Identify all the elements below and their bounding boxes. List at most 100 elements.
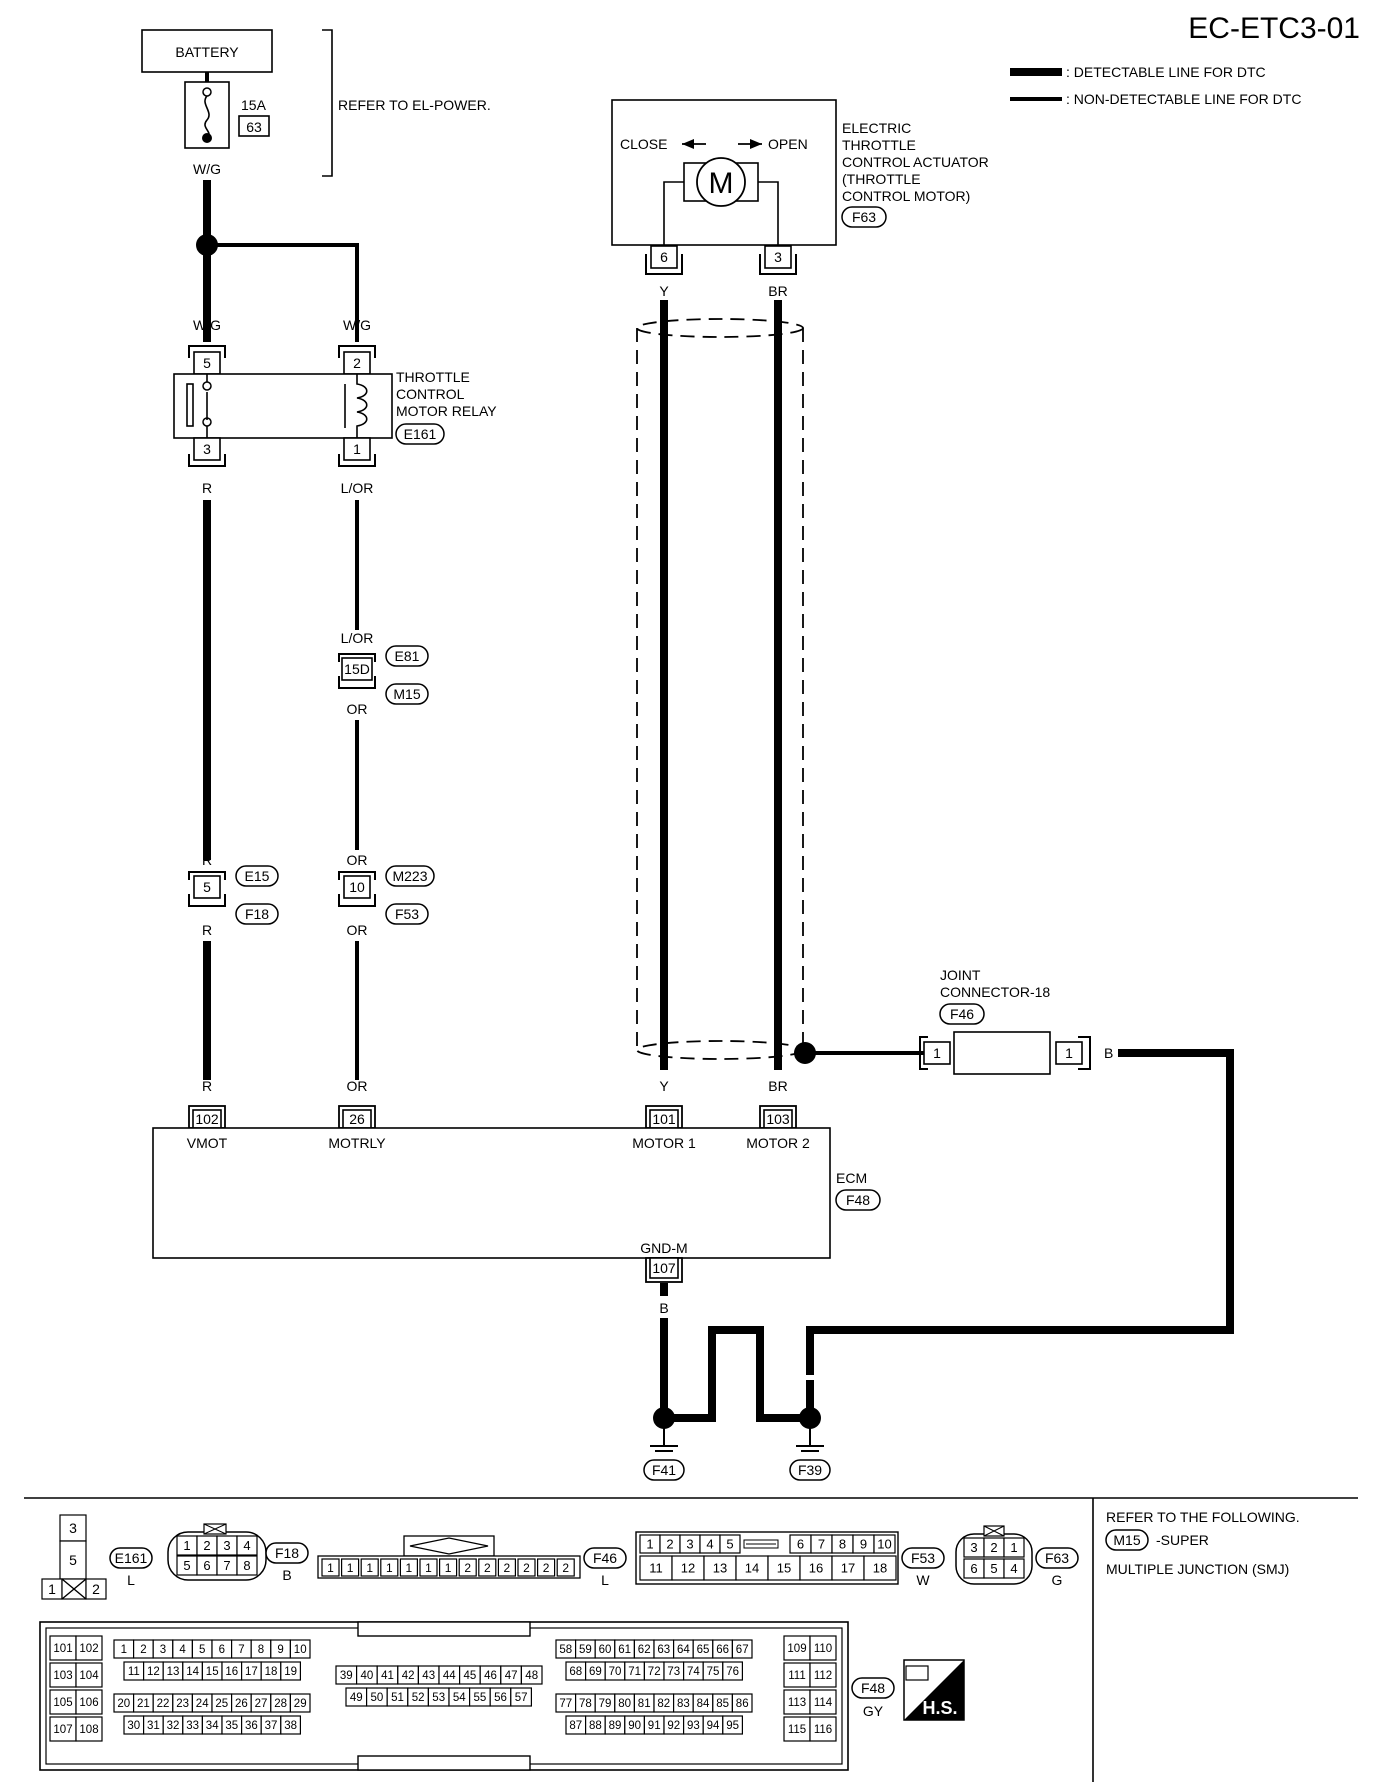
f48-cell-42: 42 [402,1670,415,1682]
f48-cell-3: 3 [160,1644,166,1656]
wire-color-wg-top: W/G [193,161,221,177]
f48-cell-10: 10 [294,1644,307,1656]
legend: : DETECTABLE LINE FOR DTC : NON-DETECTAB… [1010,64,1301,107]
actuator-name-3: CONTROL ACTUATOR [842,154,989,170]
e161-blank-cell-icon [61,1578,87,1600]
wire-color-b-gnd2: B [659,1377,668,1393]
f46-cell-12: 2 [543,1561,550,1575]
f48-cell-15: 15 [206,1666,219,1678]
f48-cell-113: 113 [788,1697,806,1709]
f46-cell-6: 1 [425,1561,432,1575]
f48-cell-12: 12 [147,1666,160,1678]
f48-cell-85: 85 [716,1698,729,1710]
f48-cell-46: 46 [484,1670,497,1682]
f48-cell-116: 116 [814,1724,832,1736]
f48-top-key [357,1621,531,1637]
f53-cell-9: 9 [860,1537,867,1552]
relay-name-3: MOTOR RELAY [396,403,497,419]
f48-cell-22: 22 [157,1698,170,1710]
f48-cell-75: 75 [707,1666,720,1678]
f48-cell-115: 115 [788,1724,806,1736]
f48-cell-14: 14 [186,1666,199,1678]
f48-cell-54: 54 [453,1692,466,1704]
f48-cell-95: 95 [726,1720,739,1732]
wire-color-b-gnd1: B [659,1300,668,1316]
f48-cell-48: 48 [525,1670,538,1682]
f48-cell-65: 65 [697,1644,710,1656]
wire-color-y-top: Y [659,283,669,299]
f46-cell-10: 2 [504,1561,511,1575]
f53-cell-16: 16 [809,1561,823,1576]
f63-cell-4: 4 [1010,1561,1017,1576]
e81-label: E81 [395,648,420,664]
relay-pin-5: 5 [203,355,211,371]
actuator-pin-6: 6 [660,249,668,265]
ecm-name: ECM [836,1170,867,1186]
f48-cell-78: 78 [579,1698,592,1710]
wire-color-r-1: R [202,480,212,496]
f48-view-color: GY [863,1703,884,1719]
f46-view-color: L [601,1572,609,1588]
f53-cell-12: 12 [681,1561,695,1576]
ground-f41: F41 [643,1407,685,1481]
joint-pin-left: 1 [933,1045,941,1061]
ecm-pin-26: 26 [349,1111,365,1127]
f48-cell-69: 69 [589,1666,602,1678]
ecm-pin-107: 107 [652,1260,676,1276]
e15-label: E15 [245,868,270,884]
ecm-terminal-26: 26 [338,1105,376,1129]
fuse-number-box [238,115,270,137]
f48-cell-90: 90 [628,1720,641,1732]
actuator-pin-3: 3 [774,249,782,265]
f48-cell-35: 35 [225,1720,238,1732]
f18-cell-3: 3 [223,1538,230,1553]
actuator-name-5: CONTROL MOTOR) [842,188,970,204]
f18-cell-4: 4 [243,1538,250,1553]
m223-pin: 10 [349,879,365,895]
f63-cell-2: 2 [990,1540,997,1555]
wire-color-or-1: OR [347,701,368,717]
f48-cell-101: 101 [53,1643,72,1655]
f48-cell-50: 50 [371,1692,384,1704]
f48-cell-72: 72 [648,1666,661,1678]
joint-name-2: CONNECTOR-18 [940,984,1050,1000]
throttle-control-actuator: CLOSE OPEN M 6 3 ELECTRIC THROTTLE CONTR… [611,99,989,275]
e15-pin: 5 [203,879,211,895]
f53-view-color: W [916,1572,930,1588]
f48-cell-30: 30 [127,1720,140,1732]
f53-cell-15: 15 [777,1561,791,1576]
ground-f41-label: F41 [652,1462,676,1478]
f53-label: F53 [395,906,419,922]
f48-cell-108: 108 [79,1724,98,1736]
ecm-pin-101: 101 [652,1111,676,1127]
f46-cell-5: 1 [406,1561,413,1575]
f48-cell-83: 83 [677,1698,690,1710]
wire-color-lor-1: L/OR [341,480,374,496]
wire-color-or-2: OR [347,852,368,868]
actuator-close: CLOSE [620,136,667,152]
f48-cell-47: 47 [505,1670,518,1682]
f48-cell-103: 103 [53,1670,72,1682]
f46-cell-4: 1 [386,1561,393,1575]
f48-cell-112: 112 [814,1670,832,1682]
e161-view-color: L [127,1572,135,1588]
f48-cell-41: 41 [381,1670,394,1682]
f18-cell-1: 1 [183,1538,190,1553]
ground-f39-label: F39 [798,1462,822,1478]
f48-bottom-key [357,1755,531,1771]
f48-cell-25: 25 [215,1698,228,1710]
relay-name-2: CONTROL [396,386,465,402]
f48-cell-68: 68 [569,1666,582,1678]
f48-cell-27: 27 [255,1698,268,1710]
f63-cell-1: 1 [1010,1540,1017,1555]
f46-key-icon [409,1537,489,1555]
e161-cell-3: 3 [69,1520,77,1536]
f48-cell-26: 26 [235,1698,248,1710]
wire-color-y-bottom: Y [659,1078,669,1094]
f48-cell-102: 102 [79,1643,98,1655]
f63-cell-6: 6 [970,1561,977,1576]
f48-cell-23: 23 [176,1698,189,1710]
f48-cell-13: 13 [167,1666,180,1678]
